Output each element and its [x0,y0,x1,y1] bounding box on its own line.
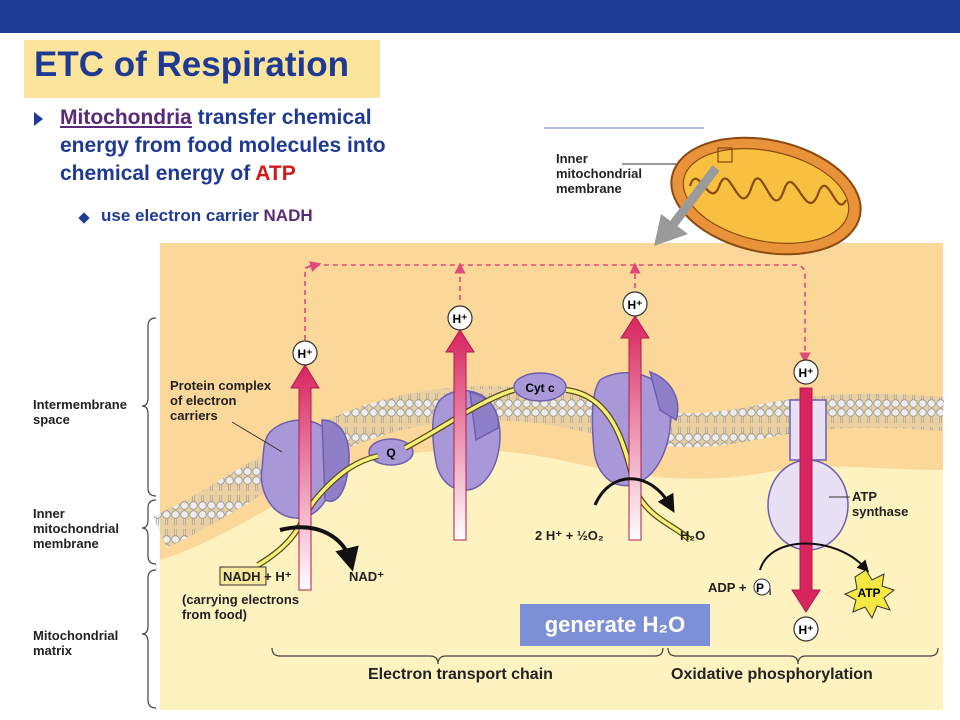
pi-circle [753,578,771,596]
h-plus-3-label: H⁺ [628,298,643,312]
oxphos-bracket [667,647,939,665]
matrix-bracket [141,569,157,709]
mitochondria-link[interactable]: Mitochondria [60,106,192,129]
h-plus-5 [793,616,819,642]
slide-title: ETC of Respiration [34,45,350,84]
proton-arrow-3 [620,315,650,541]
top-bar [0,0,960,33]
carrying-electrons-label: (carrying electrons from food) [182,592,300,622]
pi-label: P [756,581,764,595]
nadh-box [219,566,267,586]
mitochondrion-icon [670,136,862,256]
zoom-arrow-head [654,214,688,246]
zoom-arrow-shaft [668,165,720,229]
atp-star-icon [843,569,896,620]
atp-star-label: ATP [857,586,880,600]
h-plus-1 [292,340,318,366]
nadh-plus-h: + H⁺ [260,569,292,584]
bullet-line-1: transfer chemical [191,106,372,129]
oxphos-label: Oxidative phosphorylation [671,666,873,683]
q-label: Q [386,446,395,460]
inner-membrane-bracket [141,499,157,565]
water-formation-arrow [593,477,675,513]
sub-bullet-pre: use electron carrier [101,206,264,225]
h-plus-2 [447,305,473,331]
atp-synthase-label: ATP synthase [852,489,909,519]
nadh-highlight: NADH [263,206,313,225]
sub-bullet-text: use electron carrier NADH [101,206,313,226]
atp-synthesis-arrow [759,542,870,573]
proton-arrow-atp [791,387,821,613]
proton-arrow-2 [445,329,475,541]
h-plus-4-label: H⁺ [799,366,814,380]
h-plus-5-label: H⁺ [799,623,814,637]
proton-arrow-1 [290,364,320,591]
nadh-text: NADH [223,569,261,584]
nadh-label: NADH + H⁺ [223,569,292,584]
complex-leader-line [231,421,283,453]
inner-membrane-label: Inner mitochondrial membrane [33,506,119,551]
adp-label: ADP + [708,580,747,595]
inset-membrane-label: Inner mitochondrial membrane [556,151,642,196]
protein-complex-label: Protein complex of electron carriers [170,378,272,423]
etc-bracket [271,647,664,665]
h-plus-4 [793,359,819,385]
nadh-oxidation-arrow [279,525,359,572]
bullet-text: Mitochondria transfer chemical energy fr… [60,104,500,188]
q-carrier [368,438,414,466]
h-plus-2-label: H⁺ [453,312,468,326]
cyt-c-carrier [513,372,567,402]
matrix-region [160,450,943,710]
title-box [24,40,380,98]
bullet-line-2: energy from food molecules into [60,134,386,157]
intermembrane-bracket [141,317,157,497]
cyt-c-label: Cyt c [525,381,555,395]
h-plus-1-label: H⁺ [298,347,313,361]
oxygen-reactant-label: 2 H⁺ + ½O₂ [535,528,604,543]
bullet-icon [34,112,43,126]
etc-label: Electron transport chain [368,666,553,683]
intermembrane-label: Intermembrane space [33,397,127,427]
matrix-label: Mitochondrial matrix [33,628,119,658]
atp-highlight: ATP [255,162,296,185]
water-product-label: H₂O [680,528,706,543]
pi-subscript: i [769,588,771,597]
h-plus-3 [622,291,648,317]
bullet-line-3: chemical energy of [60,162,256,185]
generate-water-badge: generate H₂O [520,604,710,646]
nad-plus-label: NAD⁺ [349,569,385,584]
